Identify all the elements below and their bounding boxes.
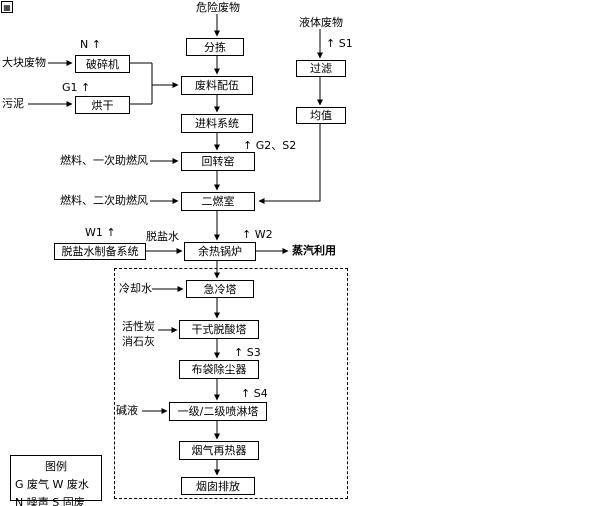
node-demin-water-system: 脱盐水制备系统	[54, 243, 146, 260]
label-activated-carbon: 活性炭	[122, 320, 155, 333]
label-cooling-water: 冷却水	[119, 282, 152, 295]
label-fuel-primary-air: 燃料、一次助燃风	[60, 154, 148, 167]
corner-artifact: ▦	[1, 1, 13, 13]
label-g2-s2-emission: ↑ G2、S2	[243, 139, 297, 152]
node-dry-deacid-tower: 干式脱酸塔	[179, 320, 259, 339]
node-sorting: 分拣	[186, 38, 244, 56]
label-alkali-liquor: 碱液	[116, 404, 138, 417]
label-w2-emission: ↑ W2	[242, 228, 273, 241]
label-hazardous-waste: 危险废物	[196, 1, 240, 14]
label-liquid-waste: 液体废物	[299, 16, 343, 29]
label-g1-emission: G1 ↑	[62, 81, 91, 94]
label-noise-emission: N ↑	[80, 38, 101, 51]
legend-row-noise-solid: N 噪声 S 固废	[15, 496, 85, 506]
node-bag-filter: 布袋除尘器	[179, 360, 259, 379]
node-filtration: 过滤	[296, 60, 346, 77]
node-waste-heat-boiler: 余热锅炉	[184, 242, 256, 261]
node-secondary-chamber: 二燃室	[181, 192, 255, 211]
label-s3-emission: ↑ S3	[234, 346, 261, 359]
node-feeding-system: 进料系统	[181, 114, 253, 133]
node-quench-tower: 急冷塔	[186, 280, 254, 298]
label-bulk-waste: 大块废物	[2, 56, 46, 69]
node-crusher: 破碎机	[75, 55, 130, 73]
label-demin-water: 脱盐水	[146, 230, 179, 243]
node-dryer: 烘干	[75, 96, 130, 114]
dashed-boundary-box	[114, 268, 348, 499]
node-flue-gas-reheater: 烟气再热器	[179, 441, 259, 460]
node-homogenizer: 均值	[296, 107, 346, 124]
node-rotary-kiln: 回转窑	[181, 152, 255, 171]
label-sludge: 污泥	[2, 97, 24, 110]
node-waste-blending: 废料配伍	[181, 76, 253, 95]
label-fuel-secondary-air: 燃料、二次助燃风	[60, 194, 148, 207]
label-w1-emission: W1 ↑	[85, 226, 116, 239]
label-steam-use: 蒸汽利用	[292, 244, 336, 257]
legend-row-gas-water: G 废气 W 废水	[15, 478, 89, 491]
legend-title: 图例	[45, 460, 67, 473]
node-spray-towers: 一级/二级喷淋塔	[169, 402, 267, 421]
label-s4-emission: ↑ S4	[241, 387, 268, 400]
legend-box: 图例 G 废气 W 废水 N 噪声 S 固废	[10, 455, 102, 506]
label-s1-emission: ↑ S1	[326, 37, 353, 50]
node-stack-emission: 烟囱排放	[181, 477, 255, 495]
label-slaked-lime: 消石灰	[122, 335, 155, 348]
